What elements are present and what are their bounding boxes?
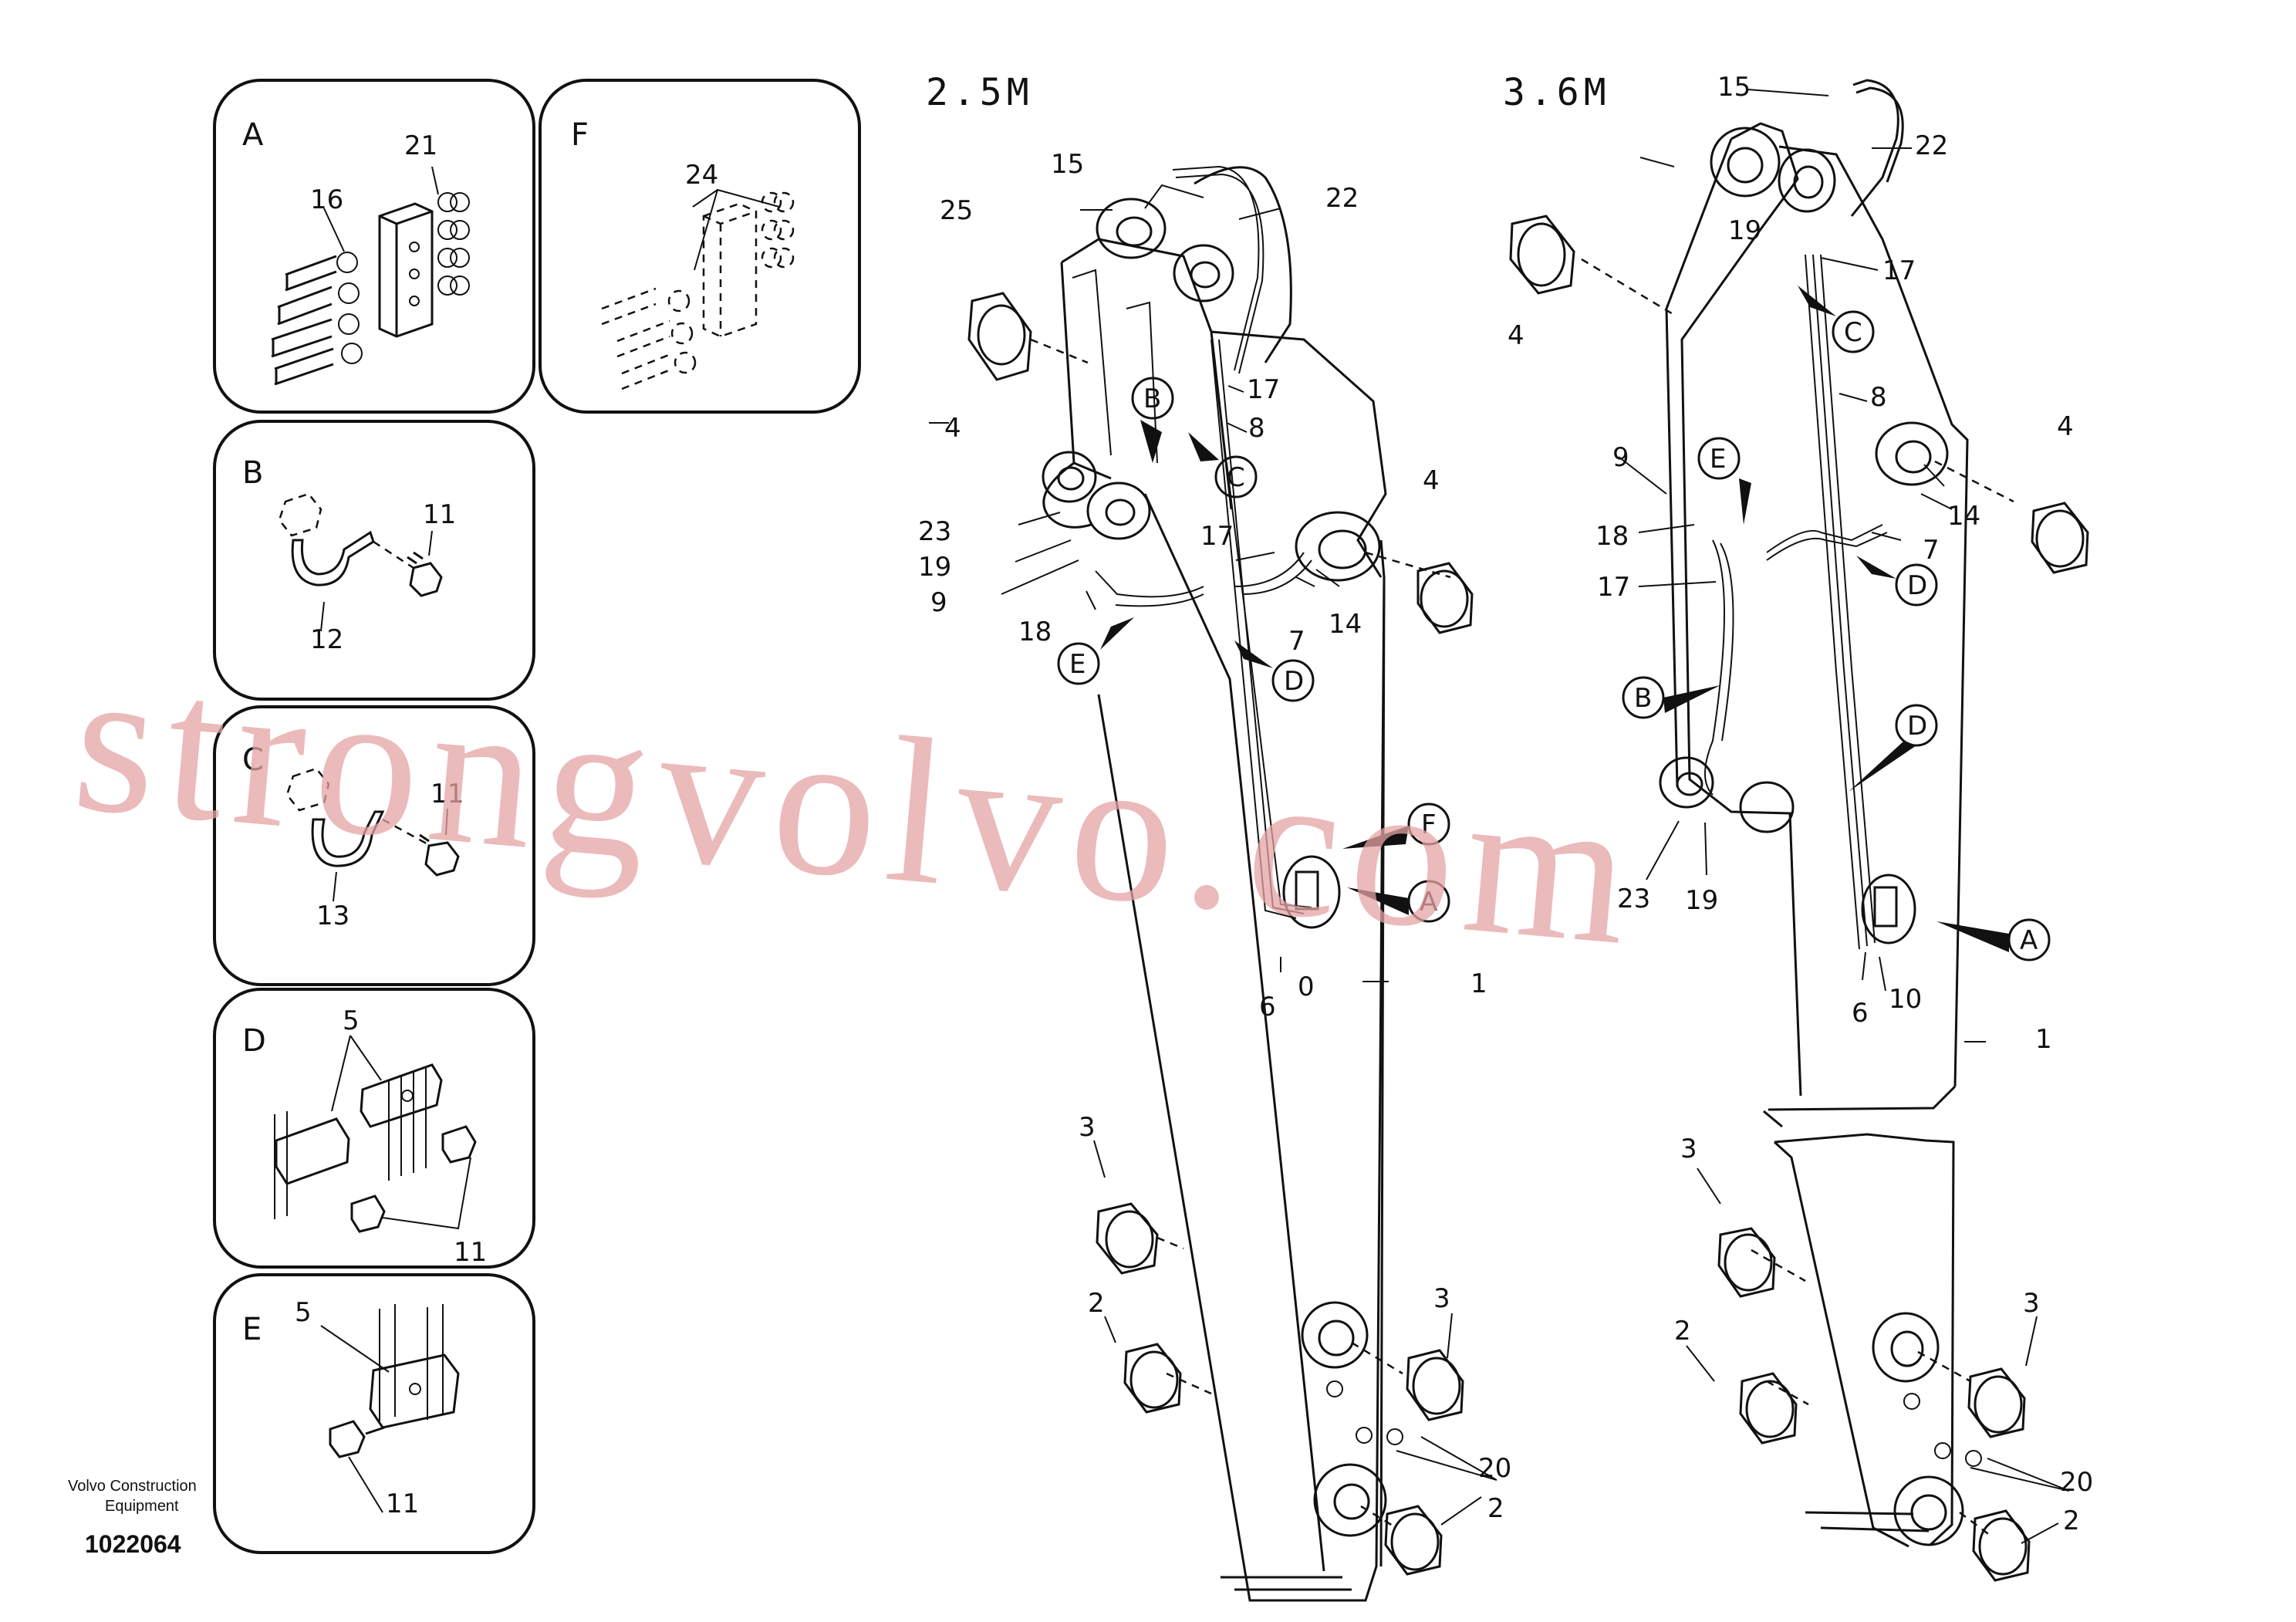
panel-e-label-11: 11: [386, 1489, 419, 1519]
left-label-15: 15: [1051, 149, 1084, 180]
panel-a-label-21: 21: [404, 130, 437, 161]
left-label-20: 20: [1478, 1453, 1511, 1484]
right-label-9: 9: [1612, 442, 1629, 473]
footer-company-line2: Equipment: [105, 1498, 179, 1515]
right-label-23: 23: [1617, 884, 1650, 914]
left-callout-b: B: [1143, 384, 1161, 414]
panel-c: C 11 13: [213, 705, 535, 986]
left-label-9: 9: [930, 587, 947, 618]
left-label-14: 14: [1329, 609, 1362, 640]
panel-d-label-11: 11: [454, 1237, 487, 1268]
right-callout-e: E: [1710, 444, 1726, 475]
right-label-6: 6: [1852, 998, 1869, 1029]
right-label-14: 14: [1947, 501, 1980, 532]
right-callout-a: A: [2020, 925, 2038, 956]
header-3-6m: 3.6M: [1503, 71, 1611, 114]
panel-e-label-5: 5: [295, 1297, 312, 1328]
right-label-4-right: 4: [2057, 411, 2074, 442]
panel-d-letter: D: [242, 1023, 266, 1059]
left-label-17-mid: 17: [1200, 521, 1234, 552]
panel-f-label-24: 24: [685, 160, 718, 191]
left-label-6: 6: [1259, 992, 1276, 1022]
panel-f: F 24: [539, 79, 861, 414]
right-callout-d: D: [1907, 711, 1927, 742]
left-label-23: 23: [918, 516, 951, 547]
left-label-8: 8: [1248, 413, 1265, 444]
panel-b-label-12: 12: [310, 624, 343, 655]
panel-d-label-5: 5: [343, 1005, 360, 1036]
right-label-19: 19: [1685, 885, 1718, 916]
panel-b-label-11: 11: [423, 499, 456, 530]
left-label-3: 3: [1079, 1112, 1096, 1143]
left-label-18: 18: [1018, 617, 1052, 647]
right-label-20: 20: [2060, 1467, 2093, 1498]
left-label-7: 7: [1288, 626, 1305, 657]
panel-b: B 11 12: [213, 420, 535, 701]
panel-d: D 5 11: [213, 988, 535, 1269]
left-label-0: 0: [1298, 972, 1315, 1002]
right-label-22: 22: [1915, 130, 1948, 161]
right-label-18: 18: [1595, 521, 1629, 552]
footer-figure-id: 1022064: [85, 1530, 181, 1558]
right-callout-d-top: D: [1907, 570, 1927, 601]
left-label-1: 1: [1470, 968, 1487, 999]
right-label-17-mid: 17: [1597, 572, 1630, 603]
right-label-10: 10: [1889, 984, 1922, 1015]
right-label-2-bottom: 2: [2063, 1505, 2080, 1536]
right-label-19-top: 19: [1728, 215, 1761, 246]
right-callout-b: B: [1634, 683, 1652, 714]
panel-c-label-11: 11: [430, 779, 464, 809]
panel-e-letter: E: [242, 1312, 262, 1347]
left-callout-d: D: [1284, 666, 1304, 697]
right-label-8: 8: [1870, 382, 1887, 413]
left-label-4-top: 4: [944, 413, 961, 444]
panel-e: E 5 11: [213, 1273, 535, 1554]
right-callout-c: C: [1844, 317, 1862, 348]
left-label-2: 2: [1088, 1288, 1105, 1319]
panel-c-label-13: 13: [316, 901, 349, 931]
panel-c-letter: C: [242, 742, 264, 778]
left-label-2-bottom: 2: [1487, 1493, 1504, 1524]
right-label-15: 15: [1717, 72, 1751, 103]
arm-2-5m: 15 25 22 17 8 4 23 19 9 17 18 7 14 4 6 0…: [918, 149, 1511, 1602]
arm-3-6m: 15 22 19 17 4 8 9 4 18 14 7 17 23 19 6 1…: [1508, 72, 2093, 1582]
panel-a: A 21 16: [213, 79, 535, 414]
right-label-2: 2: [1674, 1316, 1691, 1347]
left-label-4-right: 4: [1423, 465, 1440, 496]
right-label-1: 1: [2035, 1024, 2052, 1055]
right-label-7: 7: [1923, 535, 1940, 566]
panel-a-label-16: 16: [310, 184, 343, 215]
footer-company-line1: Volvo Construction: [68, 1478, 197, 1495]
left-label-17-top: 17: [1247, 374, 1280, 405]
left-callout-e: E: [1069, 649, 1086, 680]
right-label-3-right: 3: [2023, 1288, 2040, 1319]
header-2-5m: 2.5M: [926, 71, 1034, 114]
left-callout-f: F: [1421, 809, 1437, 840]
left-label-19: 19: [918, 552, 951, 583]
right-label-3: 3: [1680, 1134, 1697, 1164]
left-label-3-right: 3: [1433, 1283, 1450, 1314]
right-label-4-left: 4: [1508, 320, 1524, 351]
panel-b-letter: B: [242, 455, 263, 491]
left-label-22: 22: [1325, 183, 1359, 214]
left-label-25: 25: [940, 195, 973, 226]
left-callout-c: C: [1227, 462, 1245, 493]
panel-f-letter: F: [571, 117, 589, 153]
left-callout-a: A: [1420, 887, 1437, 917]
right-label-17-top: 17: [1882, 255, 1916, 286]
panel-a-letter: A: [242, 117, 264, 153]
